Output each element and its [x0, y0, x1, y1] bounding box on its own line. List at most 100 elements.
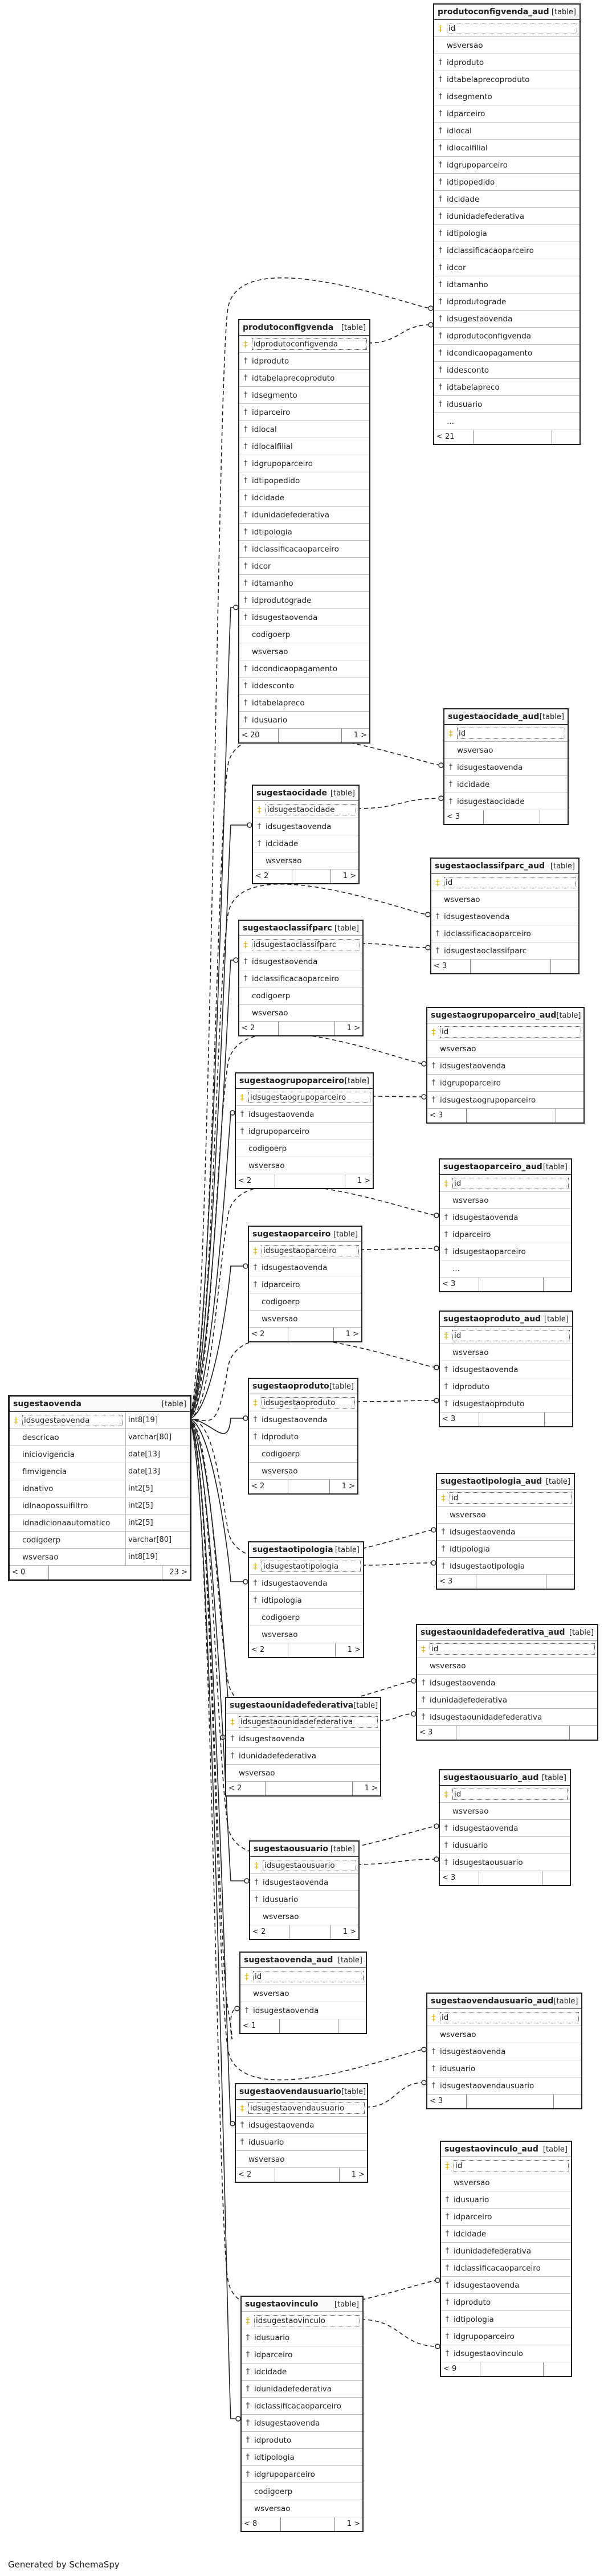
column-row[interactable]: wsversao — [240, 1985, 366, 2002]
table-header[interactable]: sugestaoproduto[table] — [249, 1379, 357, 1394]
column-row[interactable]: †idlocal — [239, 421, 369, 438]
column-row[interactable]: †idsugestaovenda — [427, 2043, 581, 2060]
column-row[interactable]: †idtipologia — [249, 1592, 363, 1609]
table-name[interactable]: produtoconfigvenda_aud — [438, 7, 549, 17]
column-row[interactable]: codigoerp — [242, 2483, 362, 2500]
column-row[interactable]: wsversao — [444, 742, 568, 759]
column-row[interactable]: †idsugestaovenda — [427, 1058, 583, 1075]
table-name[interactable]: sugestaovenda_aud — [244, 1956, 333, 1965]
column-row[interactable]: †idtipologia — [441, 2311, 571, 2328]
column-row[interactable]: †idproduto — [249, 1428, 357, 1446]
table-sugestaoclassifparc[interactable]: sugestaoclassifparc[table]‡idsugestaocla… — [238, 920, 364, 1036]
column-row[interactable]: †idusuario — [434, 396, 579, 413]
column-row[interactable]: wsversao — [434, 37, 579, 54]
column-row[interactable]: †idsugestaovenda — [249, 1411, 357, 1428]
column-row[interactable]: ‡id — [240, 1968, 366, 1985]
column-row[interactable]: codigoerp — [249, 1446, 357, 1463]
column-row[interactable]: ‡id — [444, 725, 568, 742]
column-row[interactable]: †idgrupoparceiro — [427, 1075, 583, 1092]
column-row[interactable]: ‡id — [441, 2157, 571, 2174]
column-row[interactable]: †idtipologia — [437, 1541, 574, 1558]
column-row[interactable]: wsversao — [239, 1005, 362, 1022]
column-row[interactable]: †idprodutoconfigvenda — [434, 328, 579, 345]
table-header[interactable]: sugestaovendausuario_aud[table] — [427, 1994, 581, 2009]
column-row[interactable]: codigoerp — [249, 1609, 363, 1626]
column-row[interactable]: †idusuario — [441, 2191, 571, 2208]
column-row[interactable]: †idsugestaovenda — [440, 1209, 571, 1226]
column-row[interactable]: †idsugestaogrupoparceiro — [427, 1092, 583, 1109]
column-row[interactable]: wsversao — [417, 1658, 597, 1675]
column-row[interactable]: †idusuario — [427, 2060, 581, 2077]
column-row[interactable]: †idtabelapreco — [239, 695, 369, 712]
column-row[interactable]: †idgrupoparceiro — [239, 455, 369, 472]
column-row[interactable]: †idtipopedido — [239, 472, 369, 489]
column-row[interactable]: †idunidadefederativa — [226, 1748, 380, 1765]
column-row[interactable]: †idsugestaoproduto — [440, 1395, 572, 1412]
column-row[interactable]: †idcor — [239, 558, 369, 575]
column-row[interactable]: †idclassificacaoparceiro — [239, 541, 369, 558]
column-row[interactable]: ... — [434, 413, 579, 430]
column-row[interactable]: †idgrupoparceiro — [434, 157, 579, 174]
column-row[interactable]: ‡id — [440, 1327, 572, 1344]
column-row[interactable]: ‡idprodutoconfigvenda — [239, 336, 369, 353]
table-sugestaovendausuario[interactable]: sugestaovendausuario[table]‡idsugestaove… — [235, 2083, 368, 2183]
column-row[interactable]: †idclassificacaoparceiro — [242, 2398, 362, 2415]
column-row[interactable]: †idunidadefederativa — [434, 208, 579, 225]
column-row[interactable]: ‡idsugestaogrupoparceiro — [236, 1089, 373, 1106]
column-row[interactable]: †idsugestaovenda — [440, 1820, 570, 1837]
column-row[interactable]: †idgrupoparceiro — [236, 1123, 373, 1140]
column-row[interactable]: wsversao — [253, 852, 358, 869]
column-row[interactable]: †idsugestaocidade — [444, 793, 568, 810]
column-row[interactable]: †idproduto — [242, 2432, 362, 2449]
column-row[interactable]: ‡id — [427, 2009, 581, 2026]
column-row[interactable]: †idsugestaovendausuario — [427, 2077, 581, 2095]
column-row[interactable]: †idsugestaovenda — [417, 1675, 597, 1692]
column-row[interactable]: †idusuario — [242, 2329, 362, 2346]
column-row[interactable]: †idclassificacaoparceiro — [434, 242, 579, 259]
column-row[interactable]: †idsugestaovenda — [239, 953, 362, 970]
column-row[interactable]: †idcor — [434, 259, 579, 276]
table-sugestaovinculo[interactable]: sugestaovinculo[table]‡idsugestaovinculo… — [240, 2296, 364, 2532]
column-row[interactable]: †idclassificacaoparceiro — [431, 925, 578, 942]
column-row[interactable]: †idsugestaovenda — [249, 1259, 361, 1276]
column-row[interactable]: †idproduto — [239, 353, 369, 370]
column-row[interactable]: †idclassificacaoparceiro — [441, 2260, 571, 2277]
column-row[interactable]: †idcidade — [434, 191, 579, 208]
column-row[interactable]: †idsugestaovenda — [444, 759, 568, 776]
column-row[interactable]: wsversao — [427, 1040, 583, 1058]
column-row[interactable]: wsversao — [226, 1765, 380, 1782]
column-row[interactable]: †idlocalfilial — [434, 140, 579, 157]
table-header[interactable]: sugestaousuario[table] — [250, 1842, 358, 1857]
column-row[interactable]: wsversao — [249, 1463, 357, 1480]
column-row[interactable]: †idsugestaovenda — [242, 2415, 362, 2432]
column-row[interactable]: †idtabelaprecoproduto — [239, 370, 369, 387]
column-row[interactable]: wsversao — [431, 891, 578, 908]
column-row[interactable]: codigoerp — [239, 987, 362, 1005]
column-row[interactable]: †idusuario — [236, 2134, 367, 2151]
column-row[interactable]: ‡id — [437, 1489, 574, 1507]
column-row[interactable]: †idtabelaprecoproduto — [434, 71, 579, 88]
table-header[interactable]: sugestaovenda[table] — [10, 1397, 190, 1412]
table-header[interactable]: sugestaousuario_aud[table] — [440, 1770, 570, 1786]
column-row[interactable]: ‡id — [440, 1786, 570, 1803]
column-row[interactable]: ‡id — [440, 1175, 571, 1192]
column-row[interactable]: †idsugestaounidadefederativa — [417, 1709, 597, 1726]
table-header[interactable]: sugestaoparceiro_aud[table] — [440, 1160, 571, 1175]
column-row[interactable]: †idsegmento — [239, 387, 369, 404]
column-row[interactable]: †idtipologia — [242, 2449, 362, 2466]
column-row[interactable]: †idprodutograde — [434, 293, 579, 311]
column-row[interactable]: †idsugestaovenda — [239, 609, 369, 626]
column-row[interactable]: ... — [440, 1260, 571, 1277]
table-name[interactable]: sugestaounidadefederativa_aud — [421, 1628, 565, 1637]
column-row[interactable]: †idsegmento — [434, 88, 579, 105]
column-row[interactable]: wsversao — [440, 1344, 572, 1361]
table-sugestaousuario[interactable]: sugestaousuario[table]‡idsugestaousuario… — [249, 1840, 360, 1940]
column-row[interactable]: †idsugestaovenda — [236, 1106, 373, 1123]
column-row[interactable]: ‡idsugestaoclassifparc — [239, 936, 362, 953]
column-row[interactable]: †idcidade — [444, 776, 568, 793]
table-name[interactable]: sugestaoclassifparc_aud — [435, 862, 545, 871]
